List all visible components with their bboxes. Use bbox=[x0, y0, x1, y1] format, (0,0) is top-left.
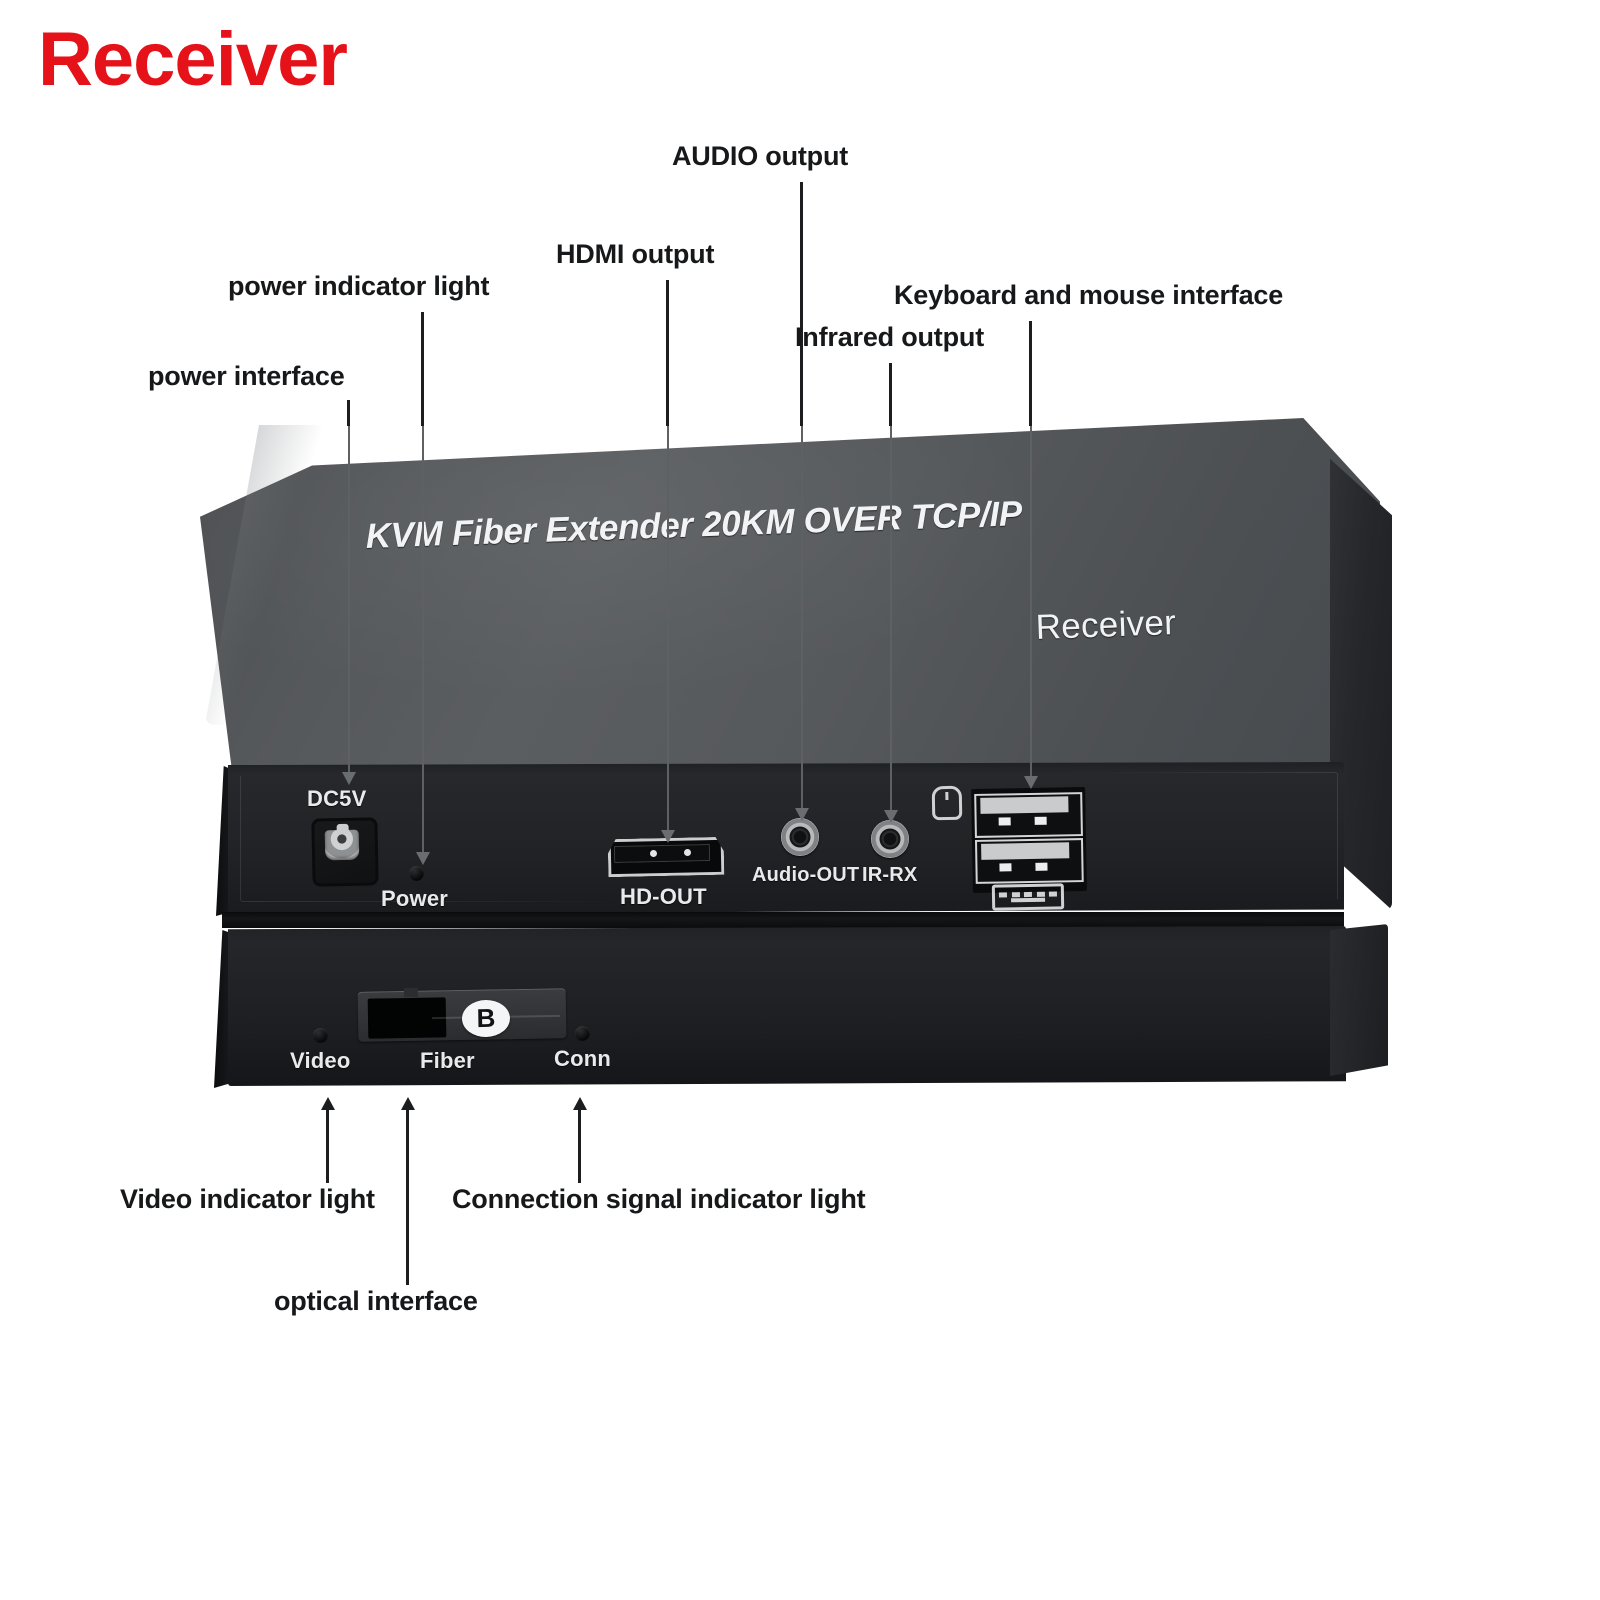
leader-connection-indicator bbox=[578, 1110, 581, 1183]
callout-keyboard-mouse: Keyboard and mouse interface bbox=[894, 280, 1284, 310]
fiber-port-label: Fiber bbox=[420, 1048, 475, 1073]
page-title: Receiver bbox=[38, 17, 348, 102]
callout-power-interface: power interface bbox=[148, 361, 345, 391]
usb-tongue bbox=[980, 796, 1069, 814]
callout-hdmi-output: HDMI output bbox=[556, 239, 715, 269]
top-face-role-text: Receiver bbox=[1035, 603, 1177, 647]
conn-led-label: Conn bbox=[554, 1046, 612, 1071]
hdmi-pin-dot bbox=[684, 849, 691, 856]
leader-audio bbox=[801, 426, 803, 810]
leader-keyboard-mouse bbox=[1030, 426, 1032, 778]
usb-pin bbox=[1035, 862, 1048, 871]
leader-infrared bbox=[890, 426, 892, 812]
audio-out-label: Audio-OUT bbox=[752, 864, 860, 886]
dc-jack-label: DC5V bbox=[307, 786, 367, 811]
callout-audio-output: AUDIO output bbox=[672, 141, 849, 171]
leader-power-indicator-upper bbox=[421, 312, 424, 426]
video-led bbox=[313, 1028, 328, 1043]
usb-ports[interactable] bbox=[971, 787, 1087, 893]
ir-rx-label: IR-RX bbox=[862, 864, 918, 886]
dc-power-jack-pin bbox=[324, 829, 360, 861]
usb-pin bbox=[999, 863, 1012, 872]
leader-video-indicator bbox=[326, 1110, 329, 1183]
leader-power-indicator bbox=[422, 426, 424, 854]
callout-optical-interface: optical interface bbox=[274, 1286, 478, 1316]
power-led-label: Power bbox=[381, 886, 449, 911]
video-led-label: Video bbox=[290, 1048, 351, 1073]
ir-rx-jack[interactable] bbox=[871, 820, 909, 858]
leader-keyboard-mouse-upper bbox=[1029, 321, 1032, 426]
bottom-panel-right-edge bbox=[1330, 924, 1388, 1076]
leader-power-interface bbox=[348, 426, 350, 774]
callout-infrared-output: Infrared output bbox=[795, 322, 984, 352]
callout-power-indicator: power indicator light bbox=[228, 271, 490, 301]
hdmi-port-label: HD-OUT bbox=[620, 884, 707, 909]
leader-hdmi-upper bbox=[666, 280, 669, 426]
leader-hdmi bbox=[667, 426, 669, 832]
leader-power-interface-upper bbox=[347, 400, 350, 426]
usb-port-upper[interactable] bbox=[974, 792, 1083, 838]
callout-connection-indicator: Connection signal indicator light bbox=[452, 1184, 866, 1214]
audio-out-jack[interactable] bbox=[781, 818, 819, 856]
power-led bbox=[409, 866, 424, 881]
hdmi-port-inner bbox=[613, 843, 711, 864]
mouse-icon bbox=[931, 785, 963, 821]
usb-pin bbox=[1034, 816, 1047, 825]
conn-led bbox=[575, 1026, 590, 1041]
usb-tongue bbox=[981, 842, 1070, 860]
panel-seam bbox=[222, 912, 1344, 928]
sfp-notch bbox=[403, 987, 419, 998]
leader-optical-interface bbox=[406, 1110, 409, 1285]
leader-infrared-upper bbox=[889, 363, 892, 426]
hdmi-pin-dot bbox=[650, 850, 657, 857]
usb-pin bbox=[998, 817, 1011, 826]
device-top-face bbox=[200, 418, 1380, 798]
usb-port-lower[interactable] bbox=[974, 838, 1084, 884]
keyboard-icon bbox=[991, 883, 1065, 911]
leader-audio-upper bbox=[800, 182, 803, 426]
callout-video-indicator: Video indicator light bbox=[120, 1184, 375, 1214]
